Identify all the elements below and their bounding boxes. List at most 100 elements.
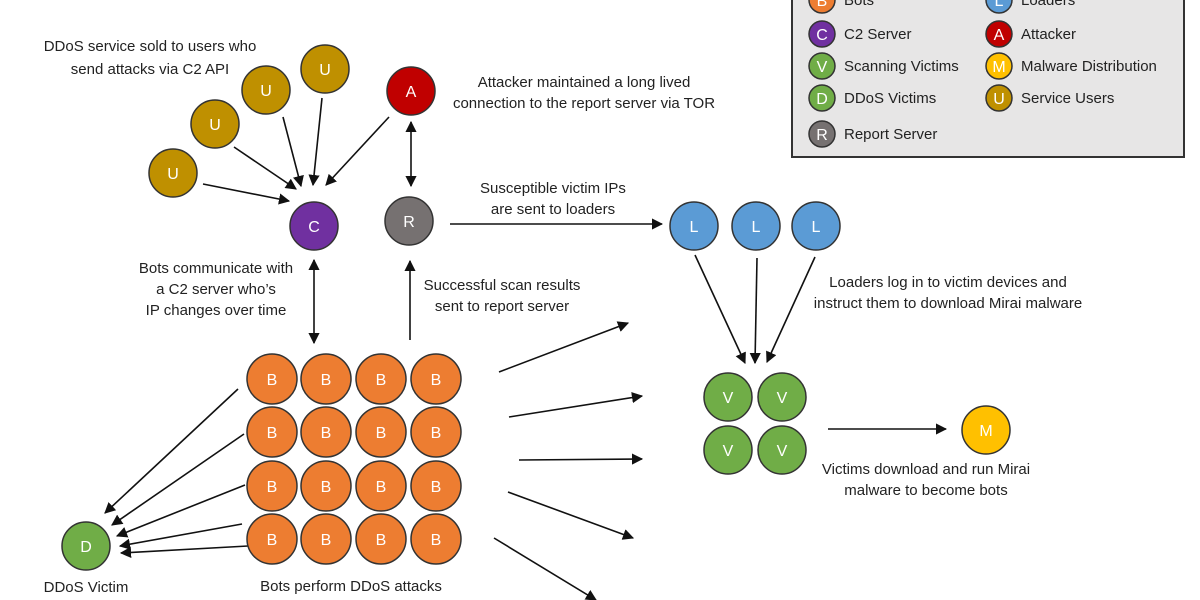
arrows [104, 97, 948, 600]
legend-swatch [808, 0, 836, 14]
bot-node-r1c1: B [246, 353, 298, 405]
bot-node-r1c1-circle [246, 353, 298, 405]
service-user-node-4: U [300, 44, 350, 94]
malware-distribution-node-letter: M [979, 423, 992, 440]
scanning-victim-node-4-circle [757, 425, 807, 475]
bot-node-r2c2-letter: B [321, 425, 332, 442]
scanning-victim-node-1-circle [703, 372, 753, 422]
legend-item-c2-server: C C2 Server [808, 20, 912, 48]
arrow-bots-ddos-3 [115, 484, 246, 538]
bot-node-r2c2-circle [300, 406, 352, 458]
bot-node-r2c4-letter: B [431, 425, 442, 442]
bot-node-r3c1-circle [246, 460, 298, 512]
scanning-victim-node-3-circle [703, 425, 753, 475]
legend-letter: B [817, 0, 828, 10]
arrow-loader2-to-victims [749, 257, 761, 365]
bot-node-r3c2-letter: B [321, 479, 332, 496]
bot-node-r2c2: B [300, 406, 352, 458]
scanning-victim-node-1-letter: V [723, 390, 734, 407]
scanning-victim-node-4: V [757, 425, 807, 475]
legend-item-ddos-victims: D DDoS Victims [808, 84, 936, 112]
bot-node-r1c4-circle [410, 353, 462, 405]
c2-server-node-circle [289, 201, 339, 251]
legend-swatch [808, 52, 836, 80]
bot-node-r3c3: B [355, 460, 407, 512]
malware-distribution-node-circle [961, 405, 1011, 455]
arrow-bots-scan-2 [508, 392, 644, 418]
scanning-victim-node-2-circle [757, 372, 807, 422]
bot-node-r1c2-letter: B [321, 372, 332, 389]
bot-node-r3c1-letter: B [267, 479, 278, 496]
c2-server-node-letter: C [308, 219, 320, 236]
bot-node-r1c3-letter: B [376, 372, 387, 389]
loader-node-2-circle [731, 201, 781, 251]
arrow-bots-ddos-4 [118, 523, 243, 550]
service-user-node-3-letter: U [260, 83, 272, 100]
loader-node-3-letter: L [812, 219, 821, 236]
legend-label: C2 Server [844, 26, 912, 43]
arrow-bots-ddos-5 [119, 545, 249, 559]
legend-item-report-server: R Report Server [808, 120, 937, 148]
arrow-loader1-to-victims [694, 254, 746, 365]
ddos-victim-node: D [61, 521, 111, 571]
ddos-victim-node-circle [61, 521, 111, 571]
legend-letter: C [816, 27, 828, 44]
loader-node-3-circle [791, 201, 841, 251]
legend-label: Attacker [1021, 26, 1076, 43]
report-server-node-circle [384, 196, 434, 246]
bot-node-r3c1: B [246, 460, 298, 512]
arrow-bots-scan-4 [507, 491, 635, 540]
bot-node-r3c4: B [410, 460, 462, 512]
attacker-node: A [386, 66, 436, 116]
service-user-node-2-letter: U [209, 117, 221, 134]
legend-letter: D [816, 91, 828, 108]
service-user-node-1-circle [148, 148, 198, 198]
scanning-victim-node-3: V [703, 425, 753, 475]
legend-swatch [808, 120, 836, 148]
report-server-node: R [384, 196, 434, 246]
loader-node-2: L [731, 201, 781, 251]
legend-label: Service Users [1021, 90, 1114, 107]
report-server-node-letter: R [403, 214, 415, 231]
loader-node-1-letter: L [690, 219, 699, 236]
legend-label: DDoS Victims [844, 90, 936, 107]
loader-node-3: L [791, 201, 841, 251]
bot-node-r3c3-circle [355, 460, 407, 512]
arrow-user3-to-c2 [282, 116, 304, 188]
legend-swatch [985, 84, 1013, 112]
scanning-victim-node-1: V [703, 372, 753, 422]
bot-node-r4c4-letter: B [431, 532, 442, 549]
bot-node-r4c2-letter: B [321, 532, 332, 549]
bot-node-r1c3: B [355, 353, 407, 405]
bot-node-r4c1-letter: B [267, 532, 278, 549]
bot-node-r2c1-letter: B [267, 425, 278, 442]
service-user-node-2: U [190, 99, 240, 149]
c2-server-node: C [289, 201, 339, 251]
loader-node-2-letter: L [752, 219, 761, 236]
bot-node-r3c2: B [300, 460, 352, 512]
scanning-victim-node-4-letter: V [777, 443, 788, 460]
bot-node-r2c3: B [355, 406, 407, 458]
scanning-victim-node-2-letter: V [777, 390, 788, 407]
legend-label: Bots [844, 0, 874, 9]
legend-letter: R [816, 127, 828, 144]
arrow-user1-to-c2 [202, 183, 291, 205]
arrow-user4-to-c2 [308, 97, 323, 187]
legend-letter: V [817, 59, 828, 76]
legend-swatch [808, 20, 836, 48]
arrow-user2-to-c2 [233, 146, 297, 190]
bot-node-r2c1: B [246, 406, 298, 458]
attacker-node-circle [386, 66, 436, 116]
legend-swatch [808, 84, 836, 112]
legend-swatch [985, 0, 1013, 14]
ddos-victim-node-letter: D [80, 539, 92, 556]
legend-label: Report Server [844, 126, 937, 143]
